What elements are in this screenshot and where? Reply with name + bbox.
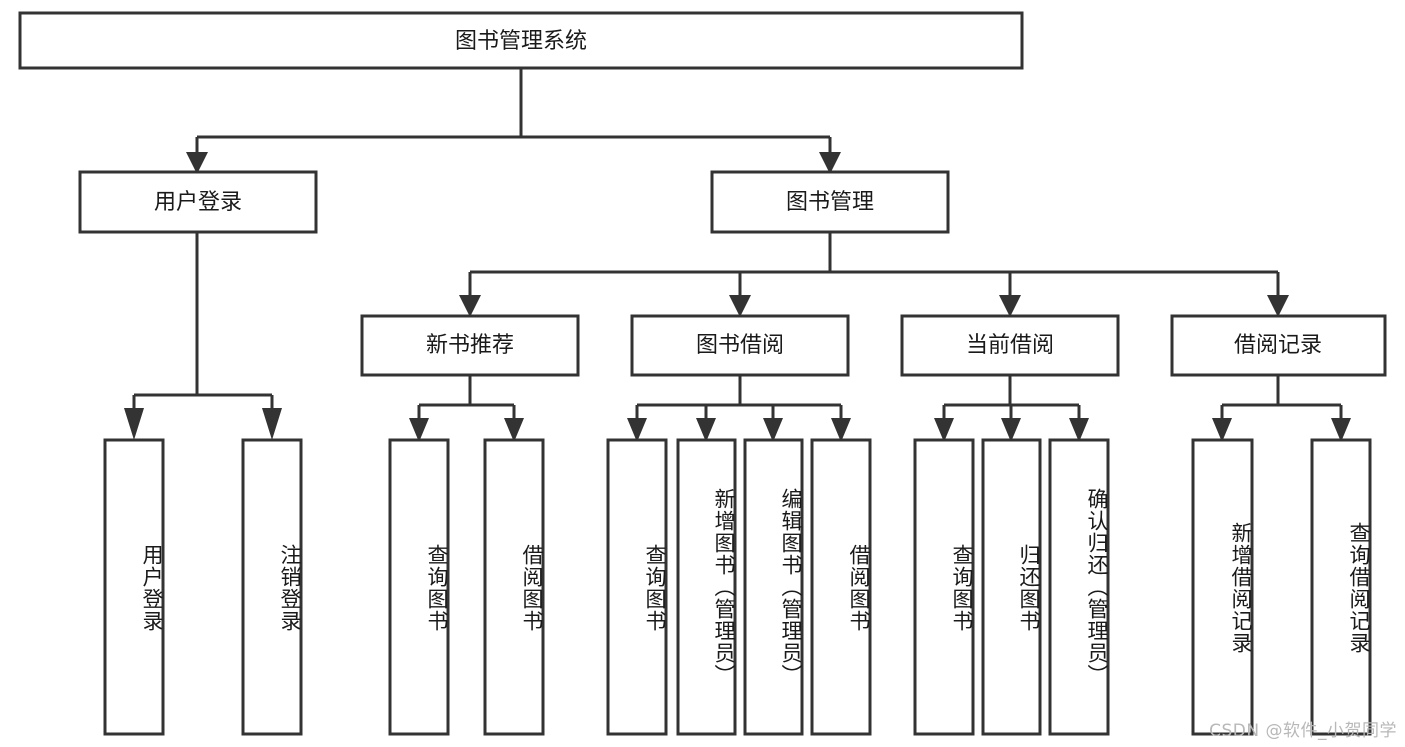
arrowhead-leaf-borrow-book-2 [831,418,851,442]
arrowhead-book-manage [819,152,841,174]
arrowhead-leaf-logout-login [262,408,282,440]
node-box-current-borrow[interactable] [900,314,1120,377]
csdn-watermark: CSDN @软件_小贺同学 [1209,721,1397,741]
node-label-root: 图书管理系统 [455,29,587,54]
node-box-leaf-query-book-1[interactable] [388,438,450,736]
node-box-leaf-borrow-book-2[interactable] [810,438,872,736]
node-label-borrow-record: 借阅记录 [1234,333,1322,358]
node-box-root[interactable] [18,11,1024,70]
arrowhead-borrow-record [1267,295,1289,317]
arrowhead-leaf-confirm-return [1069,418,1089,442]
node-label-user-login: 用户登录 [154,190,242,215]
arrowhead-leaf-return-book [1001,418,1021,442]
arrowhead-book-borrow [729,295,751,317]
node-box-book-borrow[interactable] [630,314,850,377]
arrowhead-leaf-add-record [1212,418,1232,442]
node-label-book-manage: 图书管理 [786,190,874,215]
node-box-borrow-record[interactable] [1170,314,1387,377]
node-box-leaf-borrow-book-1[interactable] [483,438,545,736]
node-box-leaf-query-book-2[interactable] [606,438,668,736]
node-box-new-book-rec[interactable] [360,314,580,377]
node-label-new-book-rec: 新书推荐 [426,333,514,358]
node-box-leaf-edit-book[interactable] [743,438,804,736]
arrowhead-current-borrow [999,295,1021,317]
node-box-leaf-add-record[interactable] [1191,438,1254,736]
node-box-leaf-query-book-3[interactable] [913,438,975,736]
node-box-leaf-add-book[interactable] [676,438,737,736]
node-box-leaf-return-book[interactable] [981,438,1042,736]
node-box-leaf-user-login[interactable] [103,438,165,736]
arrowhead-user-login [186,152,208,174]
arrowhead-leaf-edit-book [763,418,783,442]
arrowhead-leaf-query-record [1331,418,1351,442]
arrowhead-new-book-rec [459,295,481,317]
node-box-group: 图书管理系统 用户登录 图书管理 新书推荐 图书借阅 当前借阅 借阅记录 [18,11,1387,736]
arrowhead-leaf-add-book [696,418,716,442]
node-label-current-borrow: 当前借阅 [966,333,1054,358]
node-box-leaf-query-record[interactable] [1310,438,1372,736]
arrowhead-leaf-user-login [124,408,144,440]
arrowhead-leaf-borrow-book-1 [504,418,524,442]
node-box-leaf-logout-login[interactable] [241,438,303,736]
node-box-leaf-confirm-return[interactable] [1048,438,1110,736]
node-label-book-borrow: 图书借阅 [696,333,784,358]
arrowhead-leaf-query-book-1 [409,418,429,442]
node-box-user-login[interactable] [78,170,318,234]
arrowhead-leaf-query-book-3 [934,418,954,442]
arrowhead-leaf-query-book-2 [627,418,647,442]
node-box-book-manage[interactable] [710,170,950,234]
arrowhead-group [124,152,1351,442]
